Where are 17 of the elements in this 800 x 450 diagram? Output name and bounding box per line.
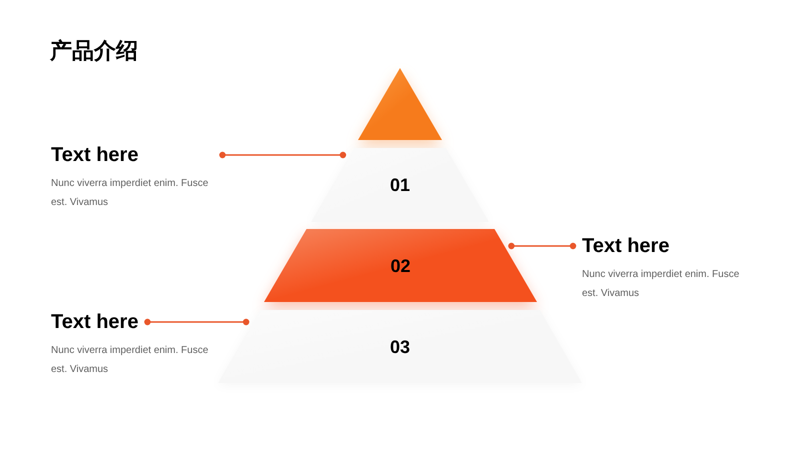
level-number: 03 xyxy=(390,336,410,358)
connector-line xyxy=(144,318,250,326)
callout-description: Nunc viverra imperdiet enim. Fusce est. Vivamus xyxy=(582,268,740,301)
callout-description: Nunc viverra imperdiet enim. Fusce est. Vivamus xyxy=(51,177,210,210)
pyramid-level xyxy=(311,148,489,222)
callout-heading: Text here xyxy=(582,234,670,258)
callout-description: Nunc viverra imperdiet enim. Fusce est. Vivamus xyxy=(51,344,210,377)
pyramid-level xyxy=(218,310,582,383)
callout-heading: Text here xyxy=(51,143,138,167)
slide-title: 产品介绍 xyxy=(50,37,138,65)
level-number: 01 xyxy=(390,174,410,196)
connector-line xyxy=(219,152,346,158)
level-number: 02 xyxy=(390,254,411,276)
pyramid-level xyxy=(264,229,537,302)
callout-heading: Text here xyxy=(51,310,138,334)
connector-line xyxy=(508,242,576,250)
pyramid-top-triangle xyxy=(358,68,442,140)
